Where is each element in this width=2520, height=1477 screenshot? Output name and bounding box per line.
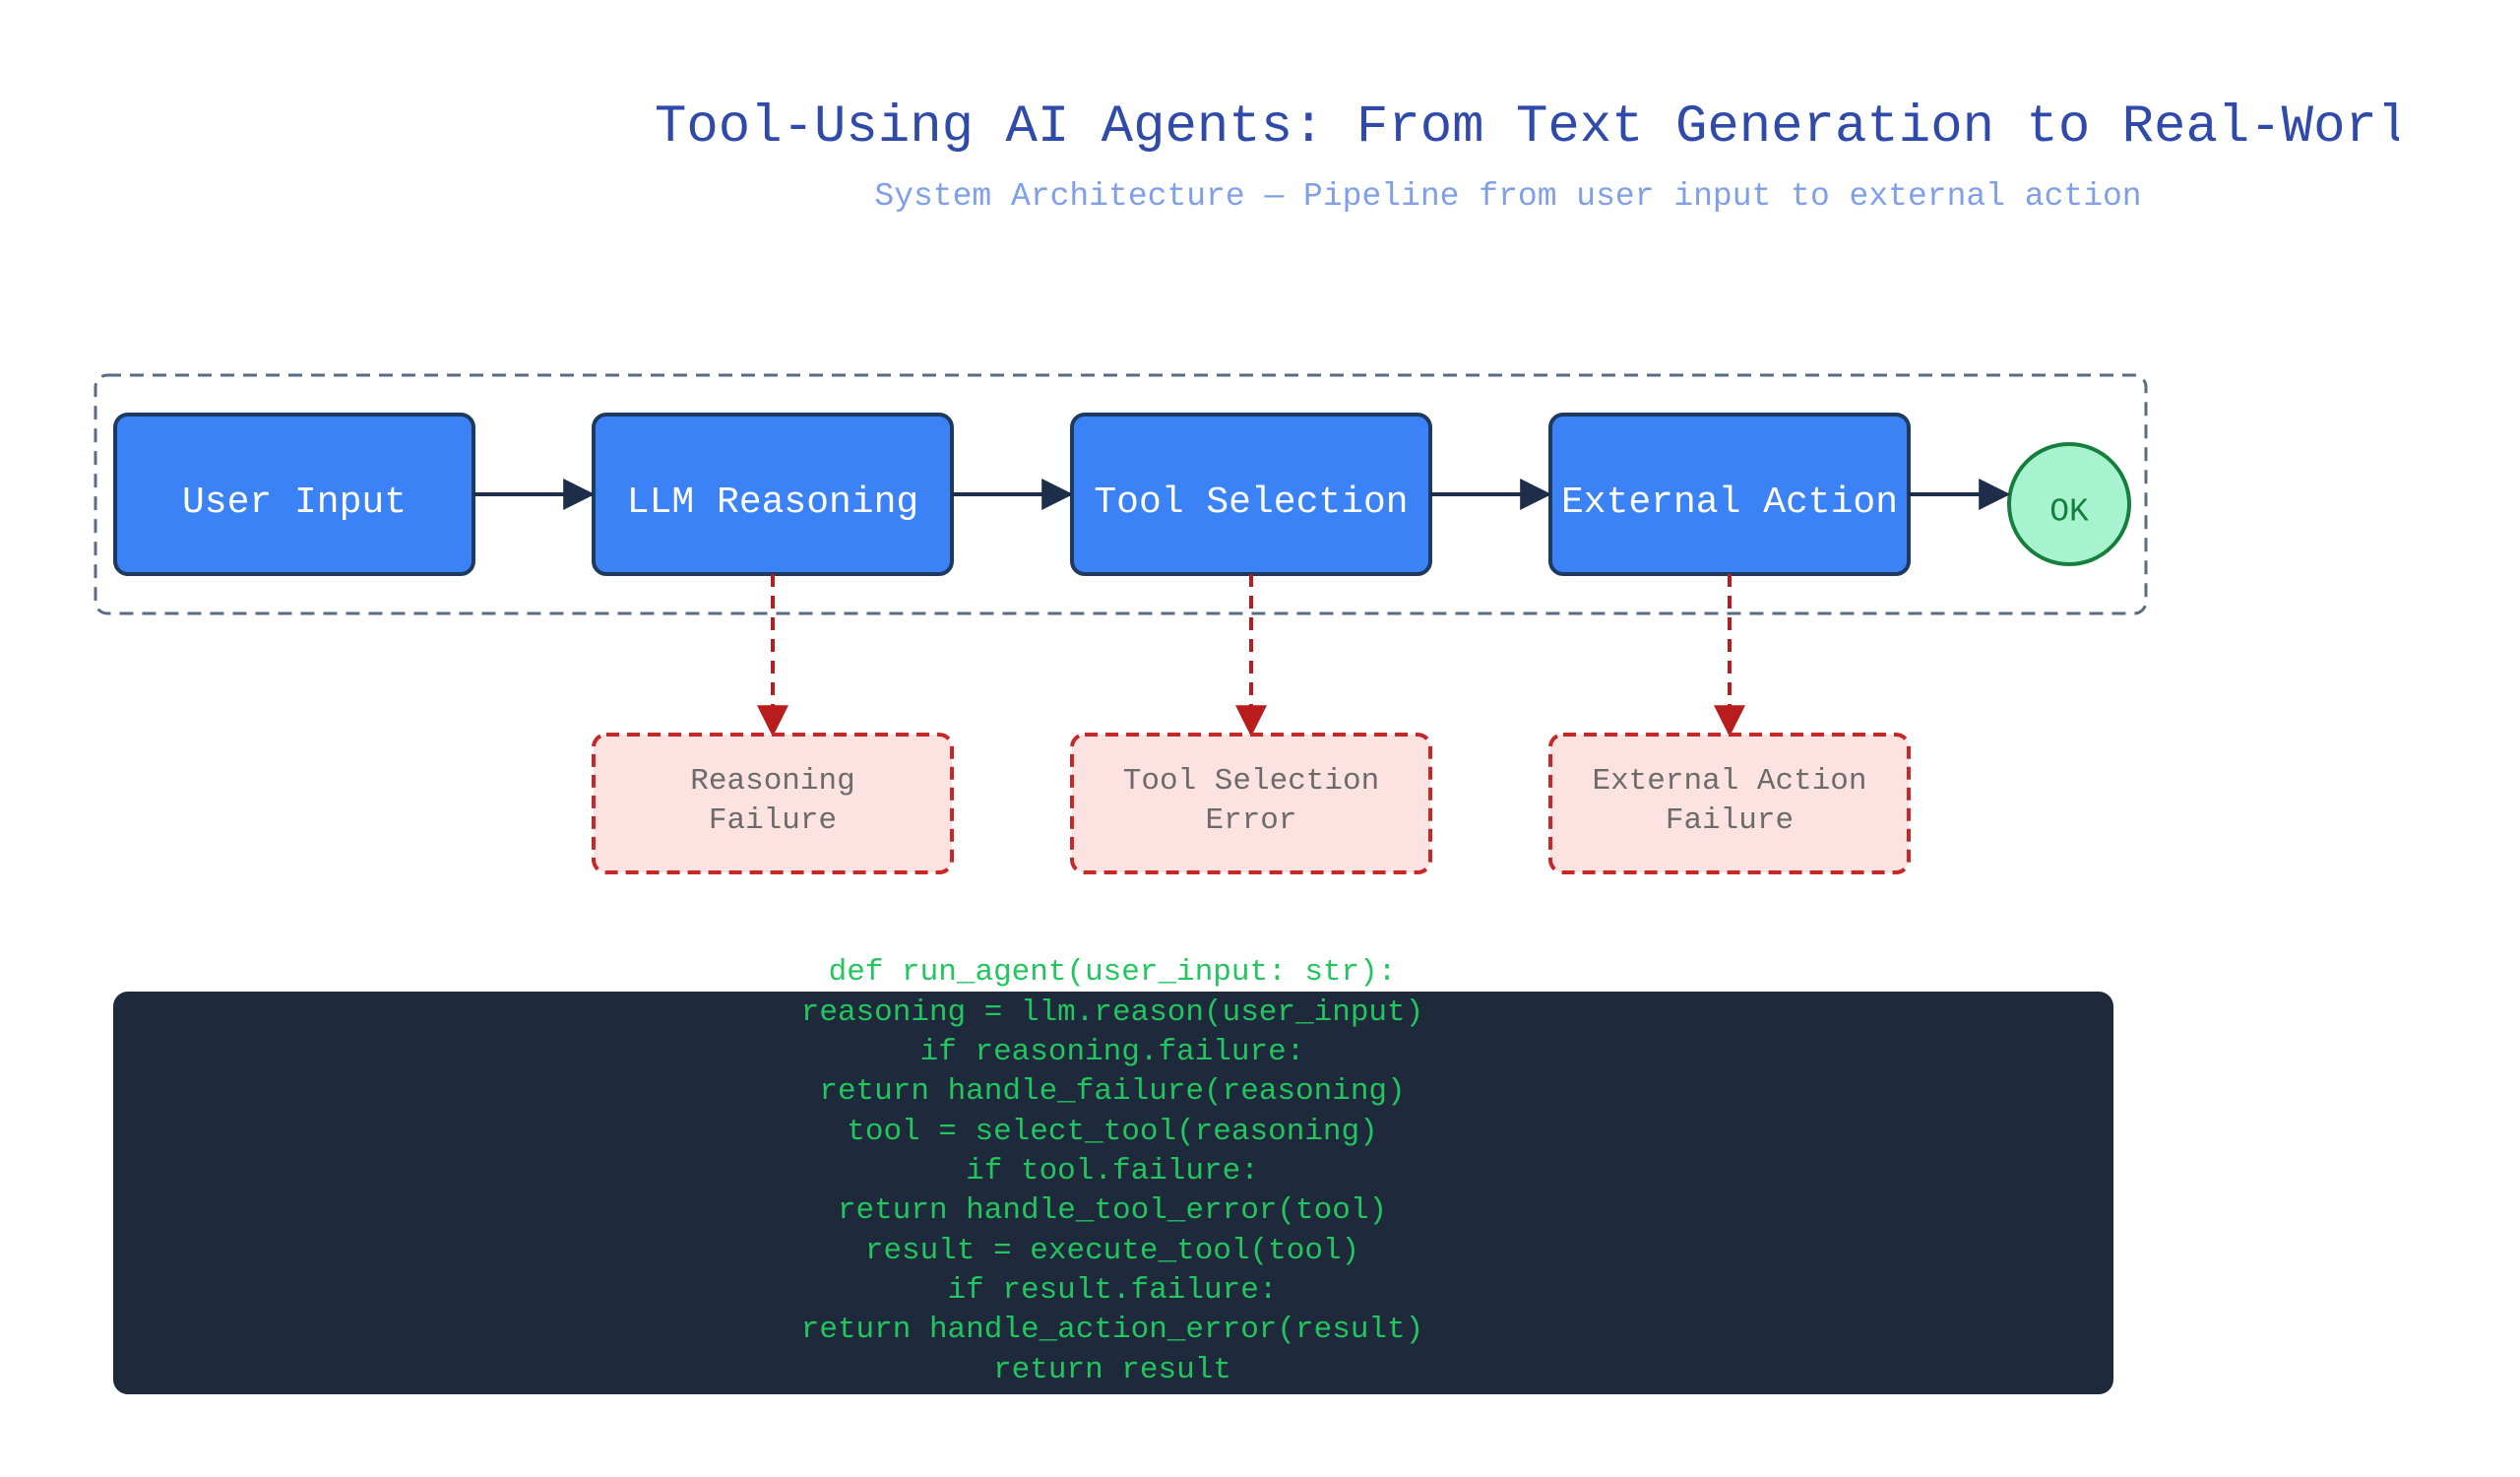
code-line: reasoning = llm.reason(user_input)	[801, 995, 1424, 1030]
failure-label-line1: Tool Selection	[1123, 764, 1379, 799]
code-lines: def run_agent(user_input: str): reasonin…	[801, 955, 1424, 1387]
stage-label: External Action	[1561, 482, 1898, 524]
code-line: def run_agent(user_input: str):	[829, 955, 1397, 990]
failure-label-line2: Error	[1205, 803, 1296, 838]
failure-label-line1: External Action	[1592, 764, 1866, 799]
failure-label-line2: Failure	[1666, 803, 1794, 838]
failure-label-line1: Reasoning	[690, 764, 854, 799]
stage-user-input: User Input	[113, 413, 475, 576]
stage-label: LLM Reasoning	[627, 482, 918, 524]
code-line: result = execute_tool(tool)	[865, 1234, 1359, 1268]
code-line: tool = select_tool(reasoning)	[847, 1115, 1378, 1149]
success-node: OK	[2007, 442, 2131, 566]
stage-external-action: External Action	[1548, 413, 1911, 576]
failure-external-action: External Action Failure	[1548, 733, 1911, 874]
code-line: if reasoning.failure:	[920, 1035, 1305, 1069]
success-label: OK	[2049, 494, 2089, 531]
code-block	[113, 992, 2113, 1394]
diagram-title: Tool-Using AI Agents: From Text Generati…	[655, 97, 2441, 158]
stage-llm-reasoning: LLM Reasoning	[592, 413, 954, 576]
stage-label: Tool Selection	[1094, 482, 1408, 524]
pipeline-group	[94, 373, 2148, 615]
diagram-subtitle: System Architecture — Pipeline from user…	[874, 178, 2141, 215]
stage-label: User Input	[182, 482, 407, 524]
code-line: return result	[993, 1353, 1231, 1387]
stage-tool-selection: Tool Selection	[1070, 413, 1432, 576]
failure-tool-selection: Tool Selection Error	[1070, 733, 1432, 874]
code-line: return handle_tool_error(tool)	[838, 1193, 1387, 1228]
failure-label-line2: Failure	[709, 803, 837, 838]
code-line: if result.failure:	[948, 1273, 1278, 1308]
code-line: return handle_action_error(result)	[801, 1313, 1424, 1347]
code-line: return handle_failure(reasoning)	[819, 1074, 1405, 1109]
failure-reasoning: Reasoning Failure	[592, 733, 954, 874]
code-line: if tool.failure:	[966, 1154, 1259, 1188]
